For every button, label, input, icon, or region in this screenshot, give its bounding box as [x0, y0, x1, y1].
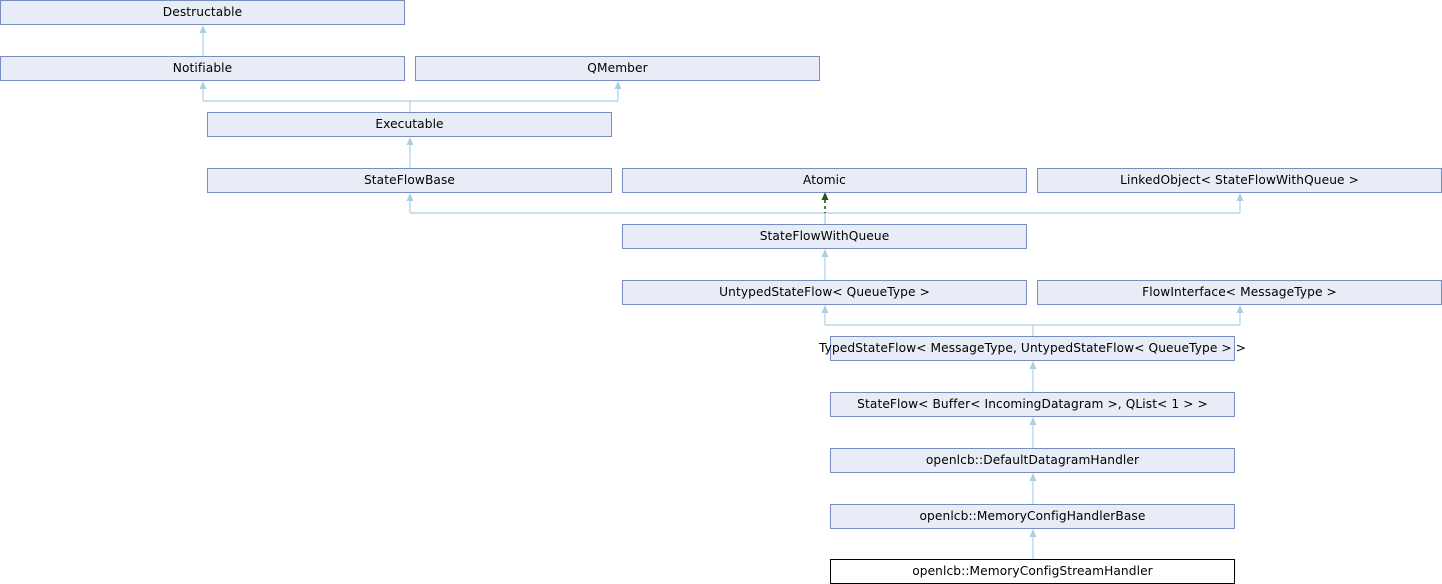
class-node-label: openlcb::MemoryConfigStreamHandler [912, 564, 1153, 579]
edges-from-typedsf [821, 305, 1244, 336]
class-node-label: Executable [375, 117, 444, 132]
edges-from-memcfgstream [1029, 529, 1037, 559]
edges-from-notifiable [199, 25, 207, 56]
class-node-linkedobject[interactable]: LinkedObject< StateFlowWithQueue > [1037, 168, 1442, 193]
class-node-label: QMember [587, 61, 648, 76]
class-node-defaultdg[interactable]: openlcb::DefaultDatagramHandler [830, 448, 1235, 473]
class-node-label: UntypedStateFlow< QueueType > [719, 285, 930, 300]
class-node-stateflowbase[interactable]: StateFlowBase [207, 168, 612, 193]
edges-from-sfwq [406, 192, 1244, 224]
class-node-atomic[interactable]: Atomic [622, 168, 1027, 193]
edges-from-executable [199, 81, 622, 112]
class-node-memcfgbase[interactable]: openlcb::MemoryConfigHandlerBase [830, 504, 1235, 529]
class-node-executable[interactable]: Executable [207, 112, 612, 137]
class-node-flowinterface[interactable]: FlowInterface< MessageType > [1037, 280, 1442, 305]
class-node-label: StateFlowWithQueue [759, 229, 890, 244]
edges-from-stateflowbase [406, 137, 414, 168]
class-node-notifiable[interactable]: Notifiable [0, 56, 405, 81]
class-node-label: openlcb::MemoryConfigHandlerBase [919, 509, 1146, 524]
class-node-untypedsf[interactable]: UntypedStateFlow< QueueType > [622, 280, 1027, 305]
class-node-memcfgstream[interactable]: openlcb::MemoryConfigStreamHandler [830, 559, 1235, 584]
edges-from-untypedsf [821, 249, 829, 280]
class-node-destructable[interactable]: Destructable [0, 0, 405, 25]
class-node-qmember[interactable]: QMember [415, 56, 820, 81]
class-node-stateflow[interactable]: StateFlow< Buffer< IncomingDatagram >, Q… [830, 392, 1235, 417]
class-node-label: TypedStateFlow< MessageType, UntypedStat… [818, 341, 1247, 356]
edges-from-defaultdg [1029, 417, 1037, 448]
edges-from-memcfgbase [1029, 473, 1037, 504]
class-node-label: Notifiable [172, 61, 233, 76]
class-node-label: openlcb::DefaultDatagramHandler [925, 453, 1140, 468]
class-node-label: Destructable [162, 5, 243, 20]
class-node-typedsf[interactable]: TypedStateFlow< MessageType, UntypedStat… [819, 336, 1246, 361]
class-node-label: LinkedObject< StateFlowWithQueue > [1120, 173, 1359, 188]
edges-from-stateflow [1029, 361, 1037, 392]
class-node-label: FlowInterface< MessageType > [1142, 285, 1337, 300]
class-node-sfwq[interactable]: StateFlowWithQueue [622, 224, 1027, 249]
class-node-label: StateFlow< Buffer< IncomingDatagram >, Q… [857, 397, 1208, 412]
class-node-label: StateFlowBase [363, 173, 456, 188]
class-node-label: Atomic [803, 173, 846, 188]
